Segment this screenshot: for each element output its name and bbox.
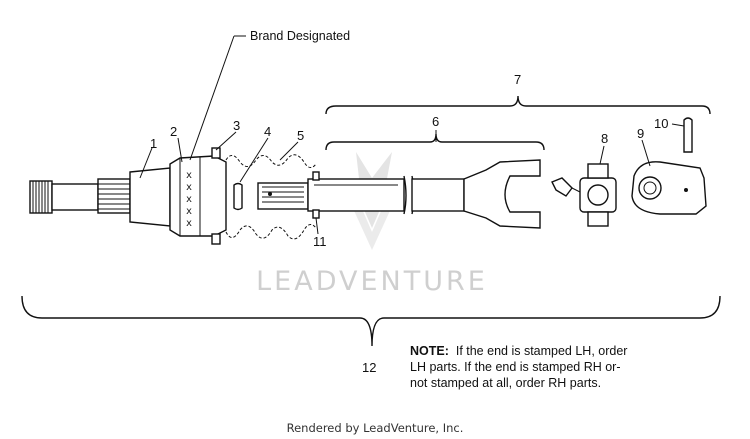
- svg-text:x: x: [186, 194, 192, 205]
- note-line-2: LH parts. If the end is stamped RH or-: [410, 360, 621, 374]
- callout-11: 11: [313, 234, 327, 249]
- brand-designated-label: Brand Designated: [250, 29, 350, 43]
- note-line-1: If the end is stamped LH, order: [455, 344, 628, 358]
- callout-7: 7: [514, 72, 521, 87]
- part-1-cv-outer-shaft[interactable]: [29, 167, 171, 227]
- note-text: NOTE: If the end is stamped LH, order LH…: [410, 343, 710, 391]
- part-5-boot[interactable]: [225, 154, 317, 240]
- boot-mark-x: x: [186, 170, 192, 181]
- callout-2: 2: [170, 124, 177, 139]
- brace-12: [21, 295, 721, 347]
- callout-5: 5: [297, 128, 304, 143]
- part-8-u-joint-cross[interactable]: [551, 163, 617, 227]
- part-9-yoke-end[interactable]: [631, 161, 707, 215]
- part-10-roll-pin[interactable]: [683, 117, 693, 153]
- brace-7: [325, 95, 711, 115]
- footer-credit: Rendered by LeadVenture, Inc.: [286, 421, 464, 435]
- svg-text:x: x: [186, 218, 192, 229]
- callout-9: 9: [637, 126, 644, 141]
- svg-text:x: x: [186, 182, 192, 193]
- callout-8: 8: [601, 131, 608, 146]
- note-line-3: not stamped at all, order RH parts.: [410, 376, 602, 390]
- part-2-cv-housing[interactable]: x x x x x: [169, 155, 227, 237]
- callout-6: 6: [432, 114, 439, 129]
- callout-12: 12: [362, 360, 376, 375]
- callout-4: 4: [264, 124, 271, 139]
- watermark-text: LEADVENTURE: [256, 266, 488, 297]
- note-label: NOTE:: [410, 344, 449, 358]
- callout-1: 1: [150, 136, 157, 151]
- leader-lines: [139, 35, 685, 235]
- callout-3: 3: [233, 118, 240, 133]
- part-3-boot-clamp[interactable]: [211, 147, 221, 245]
- part-6-drive-shaft-yoke[interactable]: [257, 159, 541, 229]
- leadventure-logo-watermark: LEADVENTURE: [256, 152, 488, 297]
- svg-text:x: x: [186, 206, 192, 217]
- part-4-circlip[interactable]: [233, 182, 243, 211]
- callout-10: 10: [654, 116, 668, 131]
- brace-6: [325, 133, 545, 151]
